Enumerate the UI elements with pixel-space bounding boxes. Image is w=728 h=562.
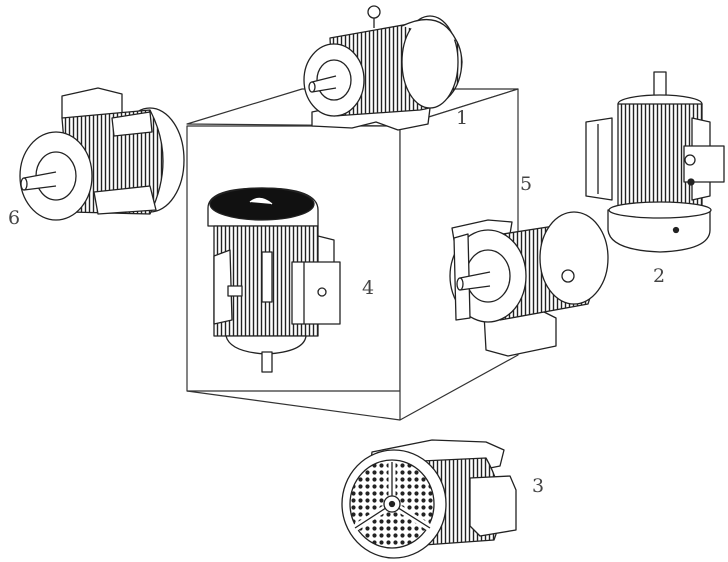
view-label-4: 4: [362, 277, 374, 299]
view-label-6: 6: [8, 207, 20, 229]
view-label-3: 3: [532, 475, 544, 497]
motor-view-3: [341, 439, 517, 559]
motor-view-5: [449, 211, 609, 357]
motor-view-1: [303, 5, 463, 131]
motor-view-4: [207, 187, 341, 373]
motor-view-6: [19, 87, 185, 221]
view-label-2: 2: [653, 265, 665, 287]
motor-view-2: [585, 71, 725, 253]
view-label-5: 5: [520, 173, 532, 195]
view-label-1: 1: [456, 107, 468, 129]
